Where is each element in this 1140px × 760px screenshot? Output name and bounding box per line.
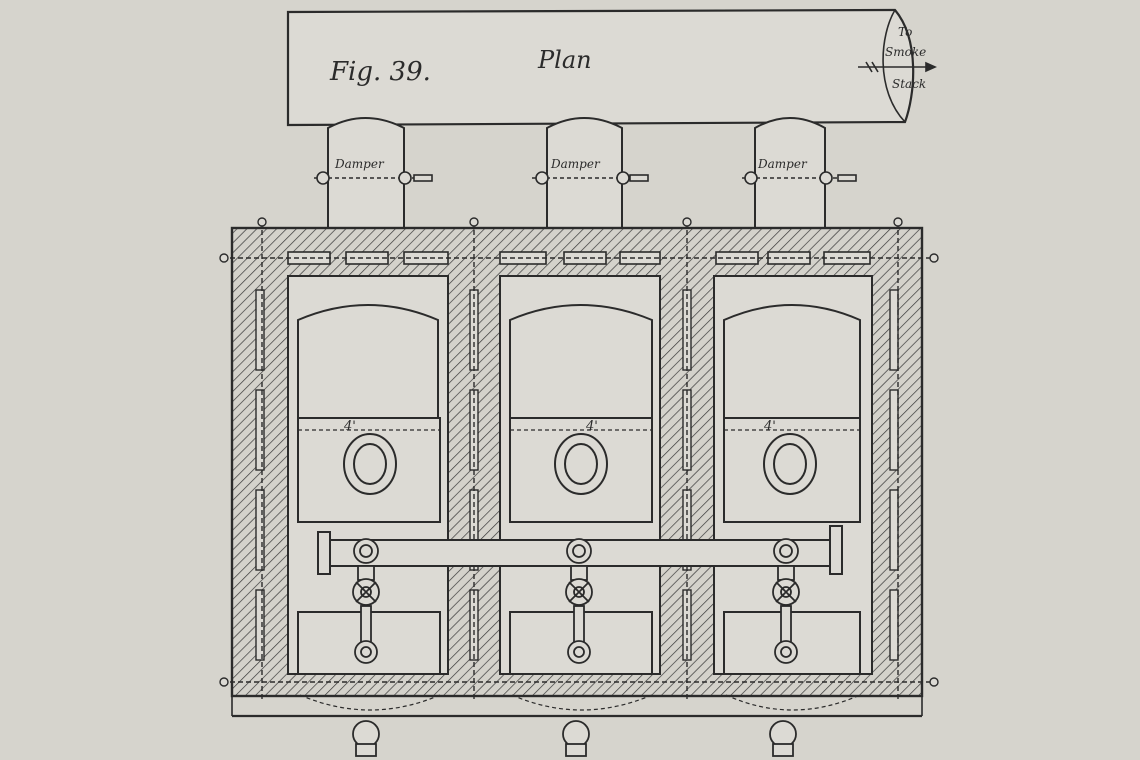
damper-rod-3	[742, 171, 857, 185]
boiler-width-label-3: 4'	[763, 419, 776, 434]
plan-label: Plan	[537, 46, 592, 74]
flow-arrow	[858, 61, 937, 73]
boiler-width-label-2: 4'	[585, 419, 598, 434]
damper-label-2: Damper	[550, 157, 601, 171]
damper-rod-2	[532, 171, 649, 185]
uptake-3	[754, 117, 826, 228]
valve-assembly-1	[352, 538, 380, 664]
damper-label-3: Damper	[757, 157, 808, 171]
blowoff-fittings	[352, 720, 797, 757]
smoke-stack-label-line2: Smoke	[885, 45, 926, 59]
smoke-stack-label-line1: To	[898, 25, 912, 39]
figure-number-label: Fig. 39.	[329, 57, 431, 87]
smoke-stack-label-line3: Stack	[892, 77, 926, 91]
uptake-1	[327, 117, 405, 228]
boiler-1	[297, 304, 441, 711]
damper-label-1: Damper	[334, 157, 385, 171]
damper-rod-1	[314, 171, 433, 185]
boiler-2	[509, 304, 653, 711]
valve-assembly-3	[772, 538, 800, 664]
boiler-width-label-1: 4'	[343, 419, 356, 434]
boiler-3	[723, 304, 861, 711]
uptake-2	[546, 117, 623, 228]
valve-assembly-2	[565, 538, 593, 664]
flue-breeching	[286, 8, 915, 127]
